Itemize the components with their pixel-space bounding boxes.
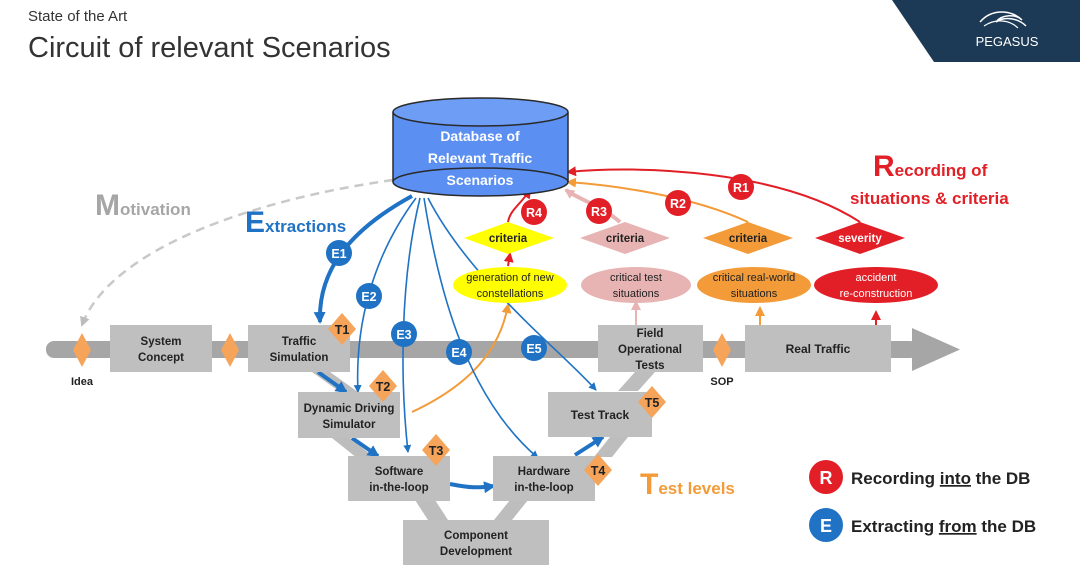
tag-t5: T5 (645, 396, 660, 410)
test-level-tags: T1 T2 T3 T4 T5 (328, 313, 666, 486)
marker-r3: R3 (591, 205, 607, 219)
dynamic-driving-simulator-label: Simulator (322, 419, 376, 431)
tag-t4: T4 (591, 464, 606, 478)
database-label-line: Database of (440, 128, 520, 144)
section-label: State of the Art (28, 8, 128, 25)
recording-markers: R1 R2 R3 R4 (521, 174, 754, 225)
marker-e4: E4 (451, 346, 466, 360)
extraction-markers: E1 E2 E3 E4 E5 (326, 240, 547, 365)
logo-text: PEGASUS (976, 34, 1039, 49)
milestone-diamonds (73, 333, 731, 367)
pegasus-logo: PEGASUS (892, 0, 1080, 62)
situation-ellipses: generation of new constellations critica… (453, 267, 938, 303)
system-concept-label: System (141, 336, 182, 348)
tag-t2: T2 (376, 380, 391, 394)
idea-milestone-label: Idea (71, 376, 94, 388)
situation-r1: re-construction (840, 288, 913, 300)
criteria-r2: criteria (729, 233, 768, 245)
legend-r-badge: R (820, 468, 833, 488)
tag-t1: T1 (335, 323, 350, 337)
sop-milestone-label: SOP (710, 376, 733, 388)
criteria-r4: criteria (489, 233, 528, 245)
database-cylinder: Database of Relevant Traffic Scenarios (392, 97, 569, 197)
situation-r3: situations (613, 288, 660, 300)
legend: R Recording into the DB E Extracting fro… (809, 460, 1036, 542)
traffic-simulation-label: Traffic (282, 336, 317, 348)
situation-r2: critical real-world (713, 272, 796, 284)
marker-r2: R2 (670, 197, 686, 211)
test-levels-title: Test levels (640, 468, 735, 501)
traffic-simulation-label: Simulation (270, 352, 329, 364)
page-title: Circuit of relevant Scenarios (28, 32, 391, 64)
tag-t3: T3 (429, 444, 444, 458)
situation-r4: constellations (477, 288, 544, 300)
software-in-the-loop-label: Software (375, 466, 424, 478)
motivation-arrow (80, 178, 394, 327)
legend-recording-text: Recording into the DB (851, 469, 1030, 488)
hardware-in-the-loop-label: Hardware (518, 466, 570, 478)
field-operational-tests-label: Tests (635, 360, 664, 372)
component-development-label: Development (440, 546, 512, 558)
test-track-label: Test Track (571, 408, 630, 422)
situation-r4: generation of new (466, 272, 554, 284)
dynamic-driving-simulator-label: Dynamic Driving (304, 403, 395, 415)
field-operational-tests-label: Field (637, 328, 664, 340)
process-boxes: System Concept Traffic Simulation Field … (110, 325, 891, 565)
situation-r3: critical test (610, 272, 662, 284)
legend-extracting-text: Extracting from the DB (851, 517, 1036, 536)
marker-e1: E1 (331, 247, 346, 261)
field-operational-tests-label: Operational (618, 344, 682, 356)
recording-title: Recording of (873, 150, 988, 183)
real-traffic-label: Real Traffic (786, 342, 851, 356)
software-in-the-loop-label: in-the-loop (369, 482, 428, 494)
criteria-diamonds: criteria criteria criteria severity (464, 222, 905, 254)
criteria-r3: criteria (606, 233, 645, 245)
legend-e-badge: E (820, 516, 832, 536)
marker-e5: E5 (526, 342, 541, 356)
marker-r4: R4 (526, 206, 542, 220)
marker-r1: R1 (733, 181, 749, 195)
database-label-line: Relevant Traffic (428, 150, 532, 166)
motivation-title: Motivation (95, 189, 191, 222)
database-label-line: Scenarios (447, 172, 514, 188)
situation-r2: situations (731, 288, 778, 300)
marker-e3: E3 (396, 328, 411, 342)
hardware-in-the-loop-label: in-the-loop (514, 482, 573, 494)
recording-title-line2: situations & criteria (850, 189, 1009, 208)
situation-r1: accident (856, 272, 897, 284)
system-concept-label: Concept (138, 352, 184, 364)
extractions-title: Extractions (245, 206, 346, 239)
criteria-r1: severity (838, 233, 882, 245)
marker-e2: E2 (361, 290, 376, 304)
component-development-label: Component (444, 530, 508, 542)
